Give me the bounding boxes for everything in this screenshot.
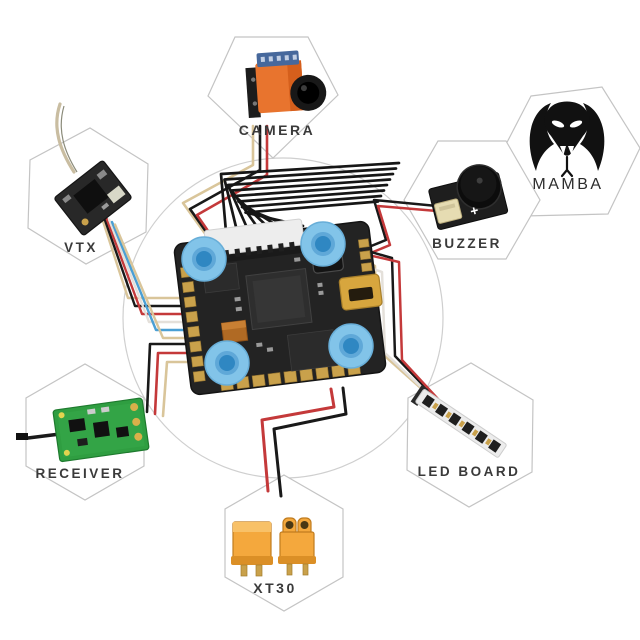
camera-label: CAMERA bbox=[239, 122, 315, 138]
xt30-female bbox=[278, 517, 316, 576]
receiver-antenna bbox=[26, 432, 62, 440]
xt30-image bbox=[231, 517, 316, 577]
xt30-label: XT30 bbox=[253, 580, 296, 596]
grommet-blue bbox=[181, 221, 374, 386]
flight-controller-board bbox=[173, 218, 387, 396]
buzzer-image bbox=[428, 164, 509, 230]
receiver-label: RECEIVER bbox=[35, 466, 124, 481]
camera-image bbox=[245, 50, 327, 119]
receiver-image bbox=[16, 397, 150, 463]
vtx-image bbox=[54, 102, 132, 236]
mamba-label: MAMBA bbox=[532, 176, 603, 193]
vtx-label: VTX bbox=[64, 240, 98, 255]
esc-signal-wires bbox=[219, 161, 401, 234]
xt30-power-wires bbox=[260, 386, 348, 498]
led-board-image bbox=[410, 384, 507, 458]
led-board-label: LED BOARD bbox=[418, 464, 521, 479]
vtx-antenna bbox=[55, 102, 76, 174]
buzzer-label: BUZZER bbox=[432, 236, 502, 251]
xt30-male bbox=[231, 521, 273, 577]
mamba-snake-logo bbox=[529, 101, 605, 178]
